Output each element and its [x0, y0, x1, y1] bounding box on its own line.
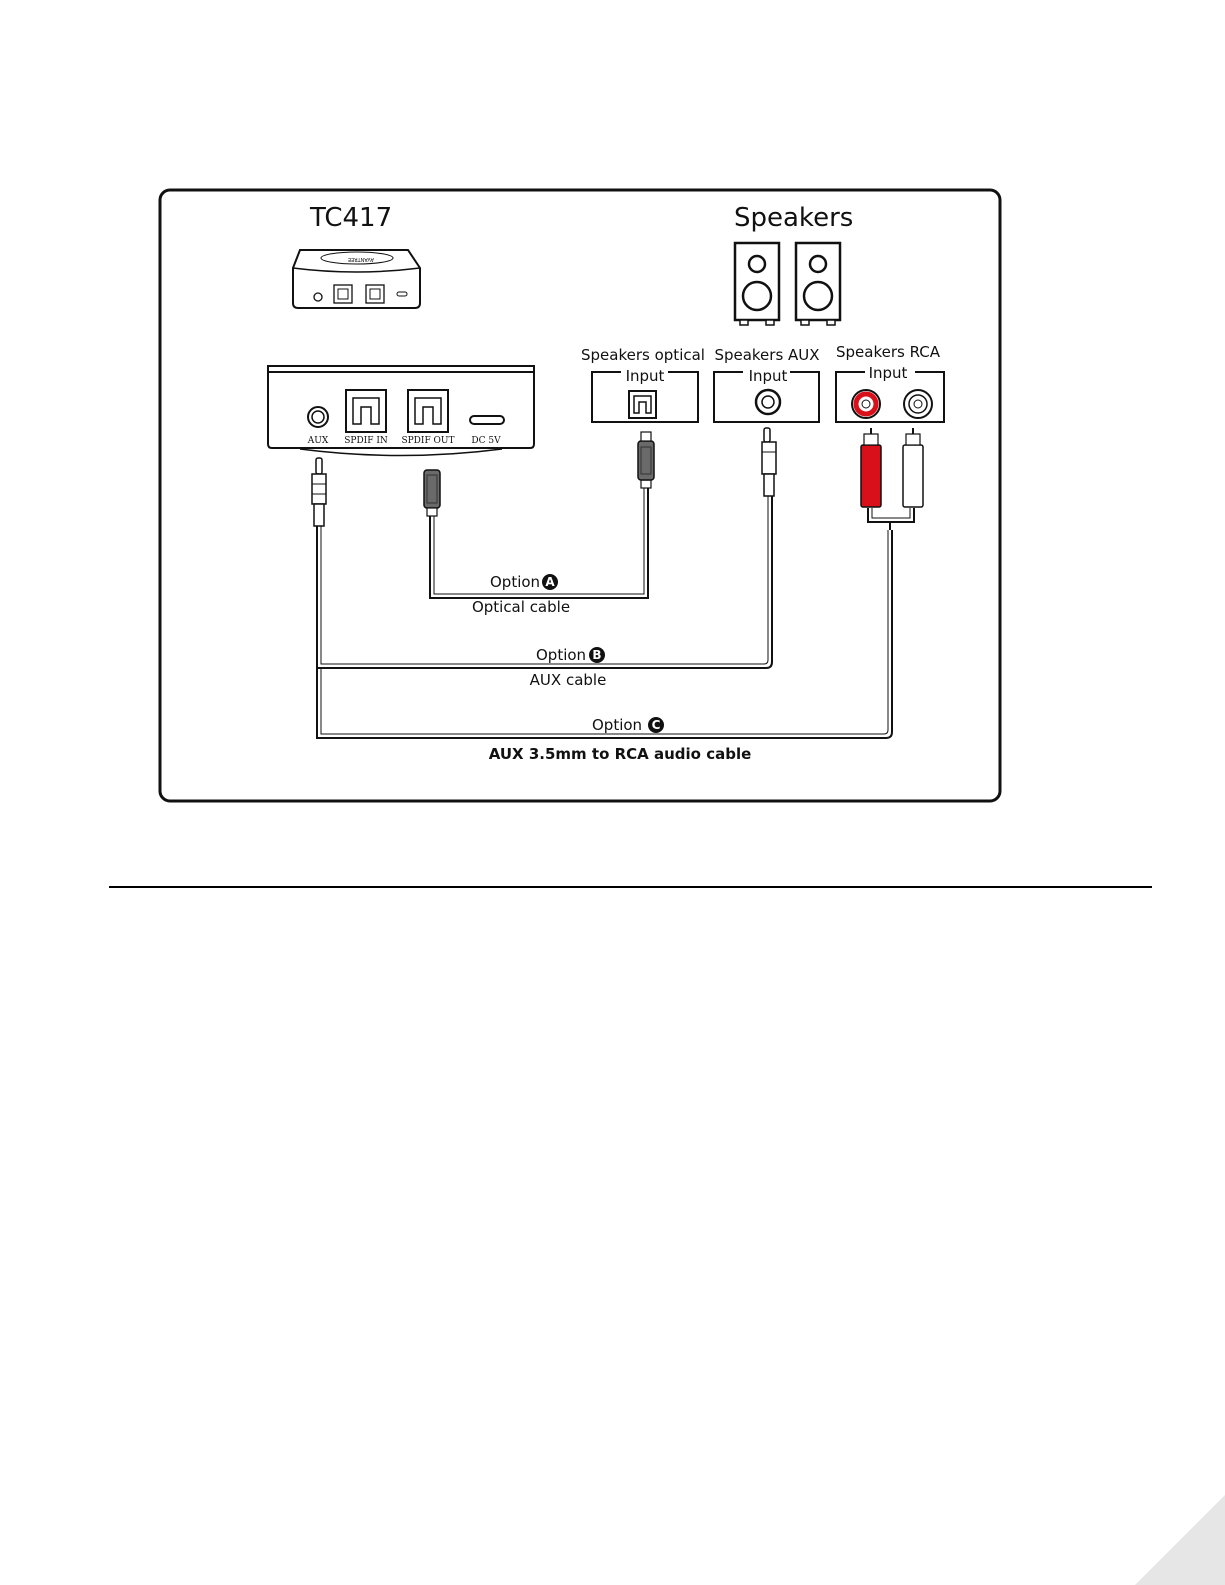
- aux-plug-left: [312, 458, 326, 526]
- option-c-caption: Option C AUX 3.5mm to RCA audio cable: [489, 716, 752, 763]
- speakers-optical-label: Speakers optical: [581, 346, 705, 364]
- speakers-rca-label: Speakers RCA: [836, 343, 941, 361]
- option-b-word: Option: [536, 646, 586, 664]
- option-a-cable: Optical cable: [472, 598, 570, 616]
- rca-cable: [317, 428, 923, 738]
- option-c-word: Option: [592, 716, 642, 734]
- option-a-letter: A: [545, 575, 555, 589]
- page-corner-fold: [1135, 1495, 1225, 1585]
- rca-plug-red: [861, 445, 881, 507]
- device-perspective-illustration: AVANTREE: [293, 250, 420, 308]
- section-divider: [109, 886, 1152, 888]
- port-label-spdif-out: SPDIF OUT: [401, 436, 454, 446]
- speakers-optical-input: Input: [626, 367, 665, 385]
- option-a-word: Option: [490, 573, 540, 591]
- speakers-aux-input: Input: [749, 367, 788, 385]
- speakers-rca-input: Input: [869, 364, 908, 382]
- port-label-spdif-in: SPDIF IN: [344, 436, 388, 446]
- option-b-letter: B: [592, 648, 601, 662]
- device-brand-text: AVANTREE: [348, 256, 374, 262]
- speakers-aux-label: Speakers AUX: [714, 346, 819, 364]
- speakers-title: Speakers: [734, 203, 853, 233]
- option-c-cable: AUX 3.5mm to RCA audio cable: [489, 745, 752, 763]
- aux-cable: [317, 428, 776, 668]
- speakers-icon: [735, 243, 840, 325]
- rca-plug-white: [903, 445, 923, 507]
- option-b-cable: AUX cable: [530, 671, 607, 689]
- port-label-dc: DC 5V: [471, 436, 501, 446]
- option-c-letter: C: [652, 718, 661, 732]
- device-title: TC417: [309, 203, 392, 233]
- device-back-panel: AUX SPDIF IN SPDIF OUT DC 5V: [268, 366, 534, 456]
- port-label-aux: AUX: [307, 436, 329, 446]
